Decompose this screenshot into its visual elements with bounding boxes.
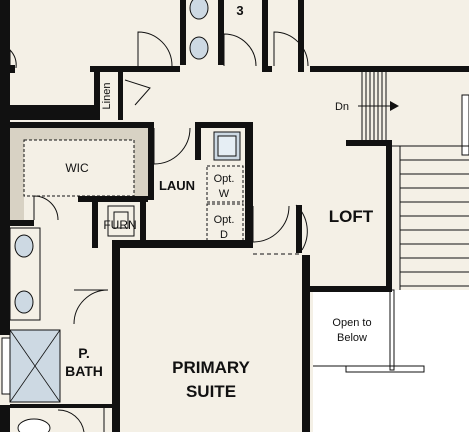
wall-wic-top xyxy=(10,122,152,128)
toilet-icon xyxy=(17,418,51,432)
wall-bath-right-top xyxy=(112,248,120,286)
label-furn: FURN xyxy=(103,218,136,232)
wall-bed3-bottom xyxy=(90,66,180,72)
wall-wic-bottom-left xyxy=(10,220,34,226)
label-primary-1: PRIMARY xyxy=(172,358,250,377)
wall-bed3-right-bottom xyxy=(262,66,272,72)
sink-icon xyxy=(189,0,209,20)
label-dn: Dn xyxy=(335,101,349,113)
door-swing xyxy=(124,79,151,106)
label-primary-2: SUITE xyxy=(186,382,236,401)
wall-bed3-right xyxy=(262,0,268,72)
wic-shelf-band-top xyxy=(10,128,148,140)
label-bedroom-3: 3 xyxy=(236,3,243,18)
label-opt-w-2: W xyxy=(219,188,230,200)
wall-top-right xyxy=(310,66,469,72)
wall-left-upper xyxy=(0,0,10,105)
door-swing xyxy=(73,289,109,325)
wall-wic-bottom-right xyxy=(78,196,148,202)
door-swing xyxy=(252,205,290,243)
door-swing xyxy=(295,204,308,251)
wall-left-mid xyxy=(0,120,10,335)
wall-laun-left xyxy=(195,122,201,160)
wall-left-lower xyxy=(0,405,10,432)
wall-furn-right xyxy=(140,200,146,246)
wic-shelf-band-right xyxy=(134,128,148,196)
wall-linen-band xyxy=(0,105,100,120)
label-loft: LOFT xyxy=(329,207,374,226)
window-bath xyxy=(1,337,11,395)
label-opt-w-1: Opt. xyxy=(214,173,235,185)
wall-linen-right2 xyxy=(118,72,123,120)
bath-bottom-wall xyxy=(10,404,112,408)
door-swing xyxy=(153,127,191,165)
open-to-below-area xyxy=(313,290,469,432)
door-swing xyxy=(9,48,17,72)
wall-linen-right xyxy=(94,72,100,120)
wall-laun-right xyxy=(245,122,253,244)
label-open-to-1: Open to xyxy=(332,317,371,329)
furnace-inner xyxy=(113,211,129,229)
wall-primary-right xyxy=(302,255,310,432)
wall-wic-right xyxy=(148,122,154,200)
wall-closet-right xyxy=(218,0,224,65)
wall-bath-right xyxy=(112,248,120,432)
label-wic: WIC xyxy=(65,161,89,175)
shower-diagonal xyxy=(9,329,61,403)
railing-vertical xyxy=(389,289,395,371)
door-swing xyxy=(223,33,257,67)
wall-laun-top xyxy=(195,122,253,128)
furnace-icon xyxy=(107,205,135,237)
wall-loft-bottom xyxy=(310,286,392,292)
wall-laun-bottom xyxy=(112,240,253,248)
wall-top-hall-left xyxy=(0,65,15,73)
wall-stair-top xyxy=(346,140,392,146)
label-opt-d-1: Opt. xyxy=(214,214,235,226)
sink-icon xyxy=(189,36,209,60)
door-swing xyxy=(137,31,173,67)
door-swing xyxy=(273,31,309,67)
opt-dryer-box xyxy=(206,203,244,245)
label-linen: Linen xyxy=(101,83,113,110)
railing-bottom xyxy=(345,365,425,373)
opt-washer-box xyxy=(206,165,244,203)
door-swing xyxy=(33,195,59,221)
wall-closet-left xyxy=(180,0,186,65)
wic-shelf-band-left xyxy=(10,128,24,220)
door-swing xyxy=(57,409,85,432)
sink-icon xyxy=(14,290,34,314)
wic-inner xyxy=(23,139,135,197)
wall-loft-left xyxy=(296,205,302,253)
wall-furn-left xyxy=(92,196,98,248)
label-pbath-2: BATH xyxy=(65,363,103,379)
label-pbath-1: P. xyxy=(78,345,89,361)
window-right xyxy=(461,94,469,156)
laundry-sink-bowl xyxy=(217,135,237,157)
label-opt-d-2: D xyxy=(220,229,228,241)
stair-lower xyxy=(392,145,469,290)
wall-top-mid xyxy=(298,0,304,72)
stair-upper xyxy=(358,72,390,140)
wall-stair-left xyxy=(386,140,392,290)
stair-arrow-icon xyxy=(390,101,399,111)
label-open-to-2: Below xyxy=(337,332,367,344)
label-laun: LAUN xyxy=(159,178,195,193)
sink-icon xyxy=(14,234,34,258)
